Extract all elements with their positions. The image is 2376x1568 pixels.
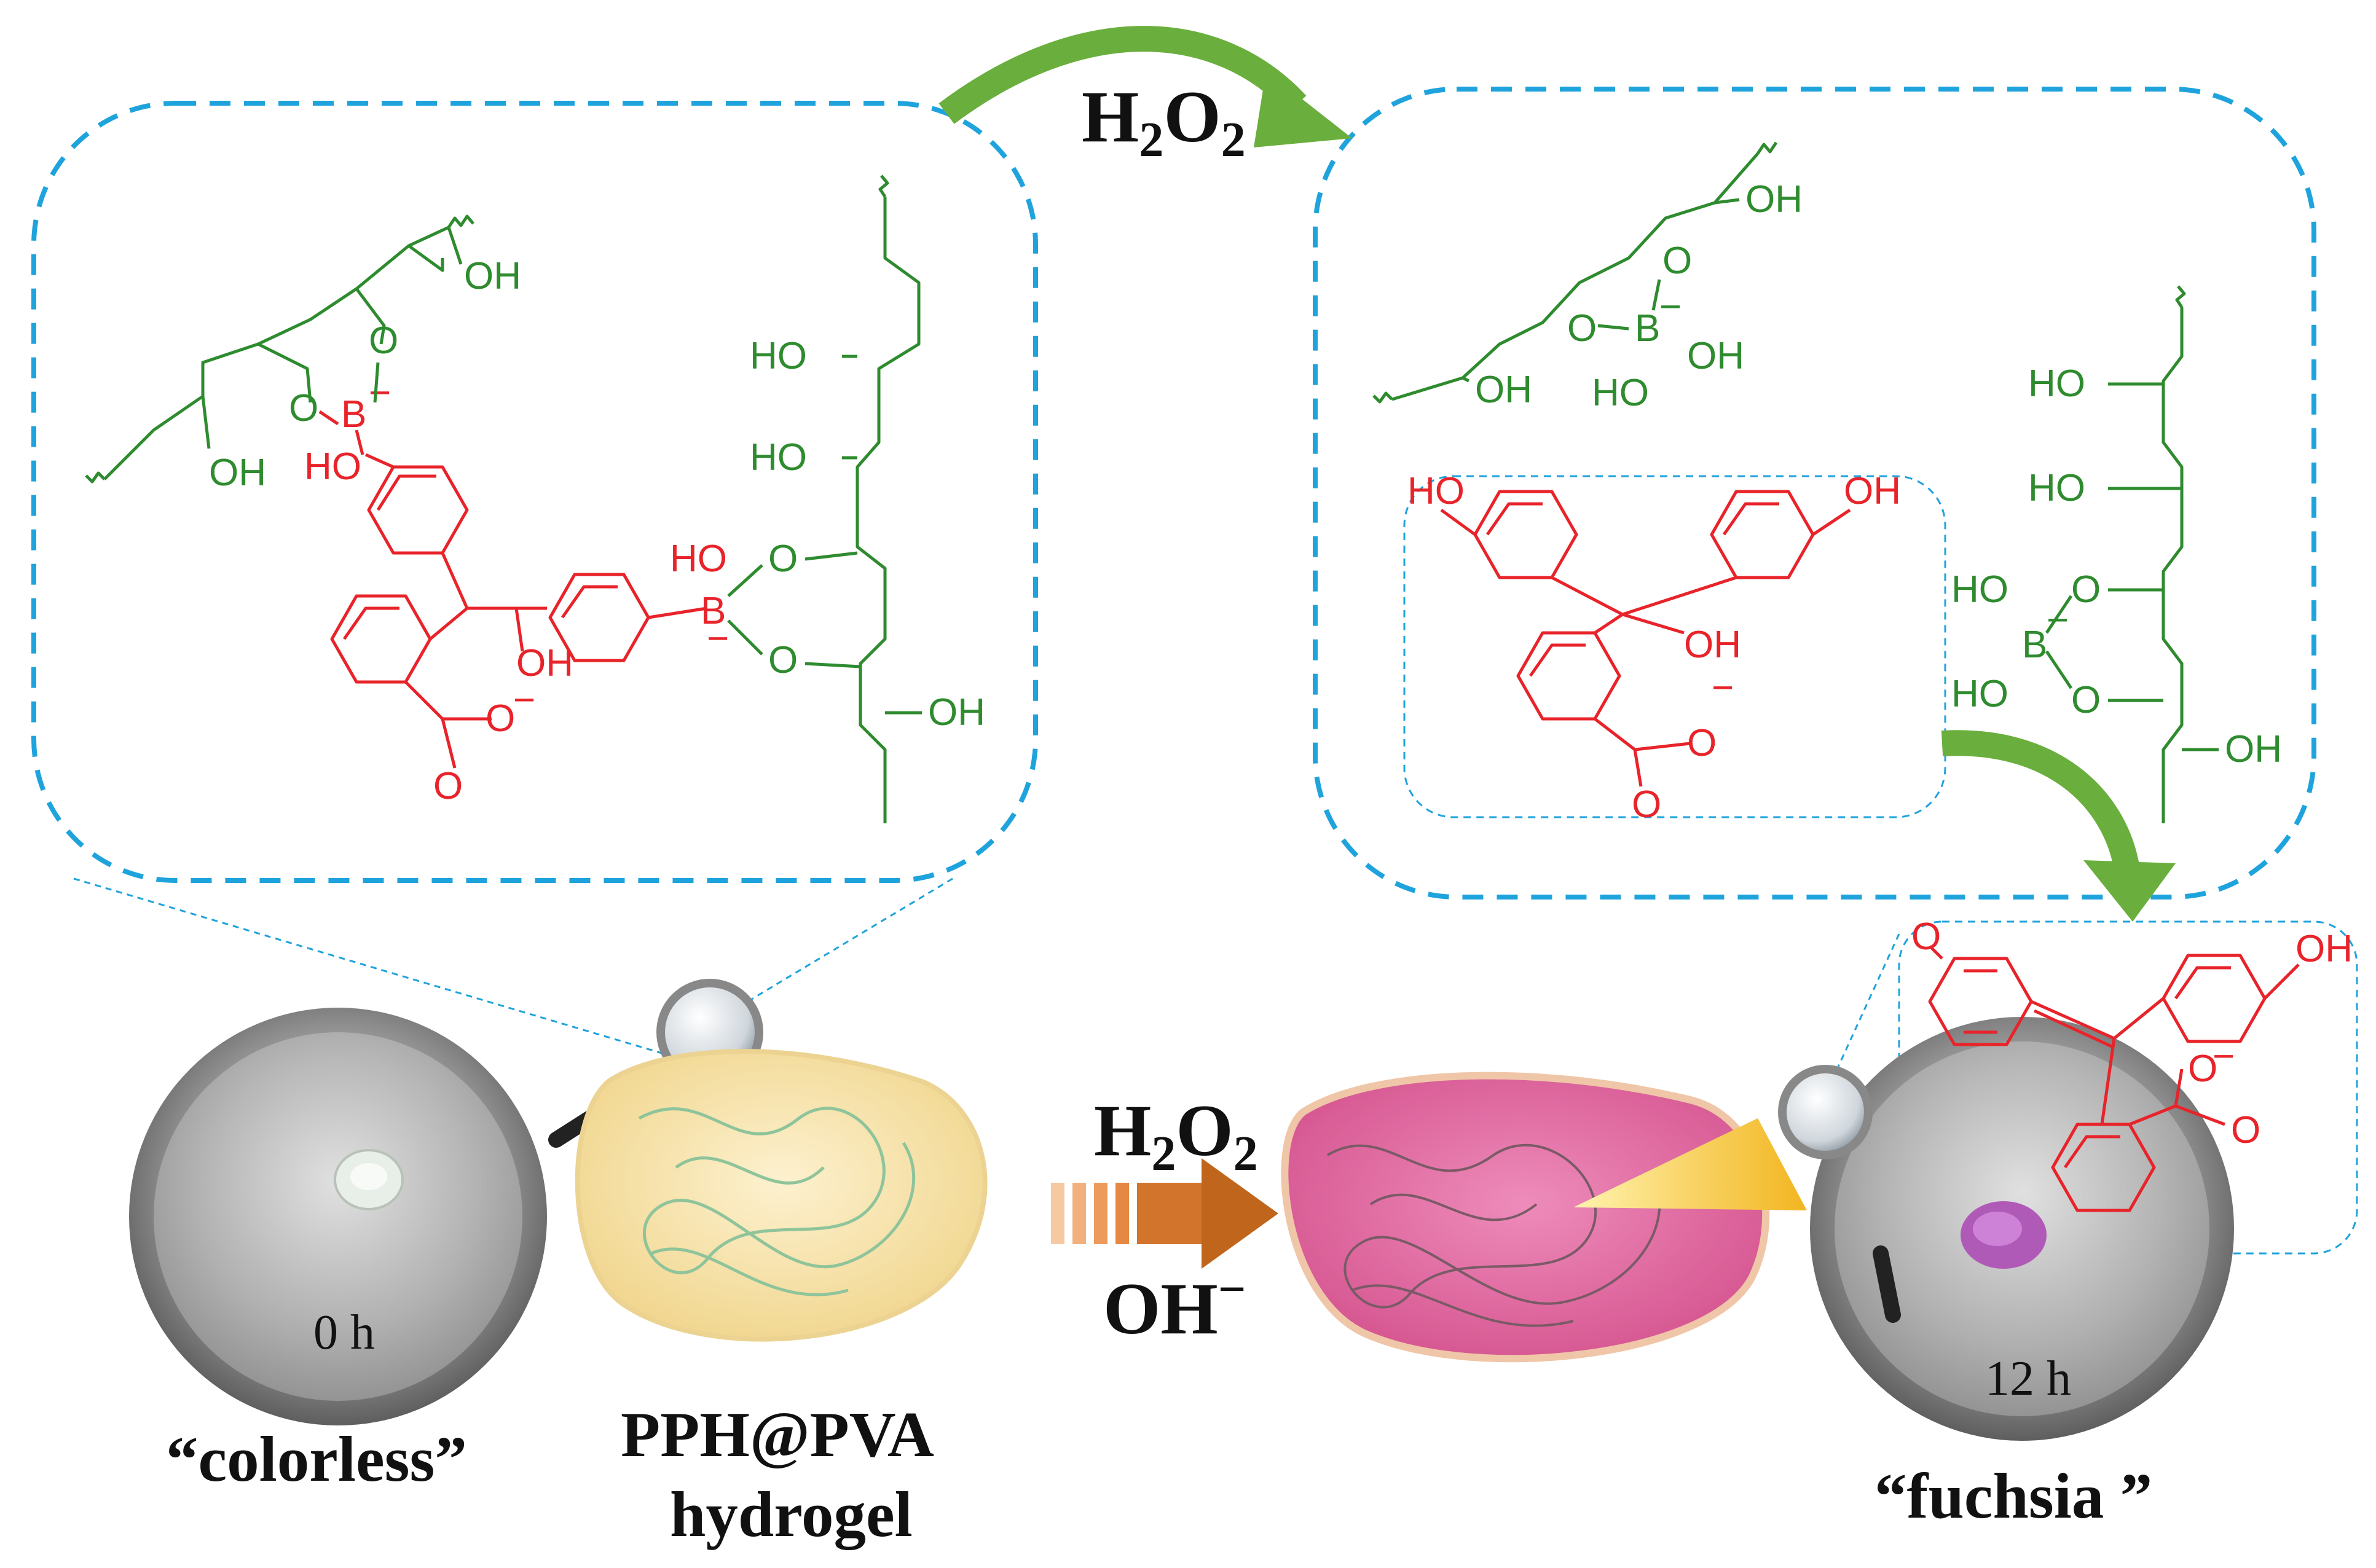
svg-text:O: O (1687, 722, 1717, 764)
svg-text:O: O (369, 319, 398, 362)
svg-text:OH: OH (1687, 335, 1744, 377)
caption-right: “fuchsia ” (1874, 1460, 2152, 1532)
svg-text:O: O (1662, 240, 1692, 282)
svg-text:O: O (1911, 915, 1941, 958)
petri-dish-start (129, 1008, 547, 1425)
svg-text:HO: HO (1592, 372, 1649, 414)
svg-text:B: B (1635, 307, 1660, 350)
crosslinked-structure: OH O O B − HO OH O − O OH B − HO O (85, 174, 985, 823)
svg-text:−: − (707, 617, 729, 660)
svg-text:−: − (1659, 286, 1682, 328)
svg-text:−: − (2213, 1035, 2235, 1078)
svg-text:O: O (2188, 1048, 2217, 1090)
svg-text:HO: HO (670, 538, 727, 580)
caption-left: “colorless” (166, 1423, 467, 1495)
quinoid-structure: O OH − O O (1911, 915, 2353, 1212)
svg-text:HO: HO (1951, 673, 2008, 715)
frame-crosslinked (31, 101, 1038, 883)
base-label: OH− (1103, 1263, 1246, 1349)
svg-text:HO: HO (1407, 470, 1465, 512)
caption-center-line1: PPH@PVA (621, 1398, 934, 1470)
svg-text:OH: OH (464, 255, 521, 297)
svg-text:OH: OH (209, 452, 266, 494)
reagent-arrow-label: H2O2 (1094, 1089, 1258, 1181)
svg-text:HO: HO (1951, 568, 2008, 611)
svg-text:O: O (2071, 568, 2101, 611)
svg-text:B: B (701, 590, 726, 632)
frame-free-dye (1403, 475, 1946, 818)
reagent-top-label: H2O2 (1082, 76, 1246, 167)
zoom-line (1830, 933, 1900, 1082)
svg-text:O: O (1567, 307, 1597, 350)
svg-text:OH: OH (928, 691, 985, 734)
svg-text:OH: OH (1745, 178, 1803, 221)
svg-text:B: B (341, 393, 366, 436)
frame-quinoid-dye (1898, 920, 2358, 1255)
hydrogel-colorless (575, 1049, 988, 1342)
svg-text:HO: HO (304, 445, 361, 488)
svg-text:OH: OH (2225, 728, 2282, 770)
svg-text:−: − (513, 679, 535, 721)
reaction-arrow (1051, 1158, 1278, 1269)
svg-text:−: − (369, 372, 391, 414)
svg-text:O: O (433, 765, 463, 807)
svg-text:HO: HO (750, 436, 807, 479)
svg-text:OH: OH (1844, 470, 1901, 512)
svg-text:O: O (486, 697, 515, 740)
curved-arrow-top-head (1254, 71, 1352, 147)
zoom-line (737, 877, 953, 1009)
caption-center-line2: hydrogel (670, 1478, 913, 1550)
curved-arrow-right (1941, 730, 2139, 869)
svg-text:OH: OH (2295, 928, 2353, 970)
frame-cleaved (1313, 87, 2316, 900)
svg-text:−: − (1712, 667, 1734, 709)
svg-text:HO: HO (750, 335, 807, 377)
time-end-label: 12 h (1985, 1352, 2071, 1406)
svg-text:O: O (289, 387, 318, 429)
svg-text:O: O (2231, 1109, 2260, 1151)
hydrogel-fuchsia (1281, 1072, 1770, 1363)
svg-text:OH: OH (516, 642, 573, 684)
zoom-line (73, 877, 664, 1055)
time-start-label: 0 h (313, 1306, 375, 1360)
cleaved-structure: OH OH O O B − OH HO HO OH OH O − O (1372, 141, 2282, 826)
svg-text:O: O (768, 639, 798, 681)
curved-arrow-right-head (2083, 860, 2176, 922)
svg-text:HO: HO (2028, 467, 2085, 509)
svg-text:B: B (2022, 624, 2047, 666)
svg-text:OH: OH (1684, 624, 1741, 666)
magnifier-right (1778, 1065, 1901, 1323)
svg-text:O: O (1632, 783, 1661, 826)
svg-text:O: O (2071, 679, 2101, 721)
svg-text:OH: OH (1475, 369, 1532, 411)
magnifier-beam (1573, 1118, 1807, 1210)
svg-text:HO: HO (2028, 363, 2085, 405)
svg-text:O: O (768, 538, 798, 580)
curved-arrow-top (938, 26, 1307, 124)
